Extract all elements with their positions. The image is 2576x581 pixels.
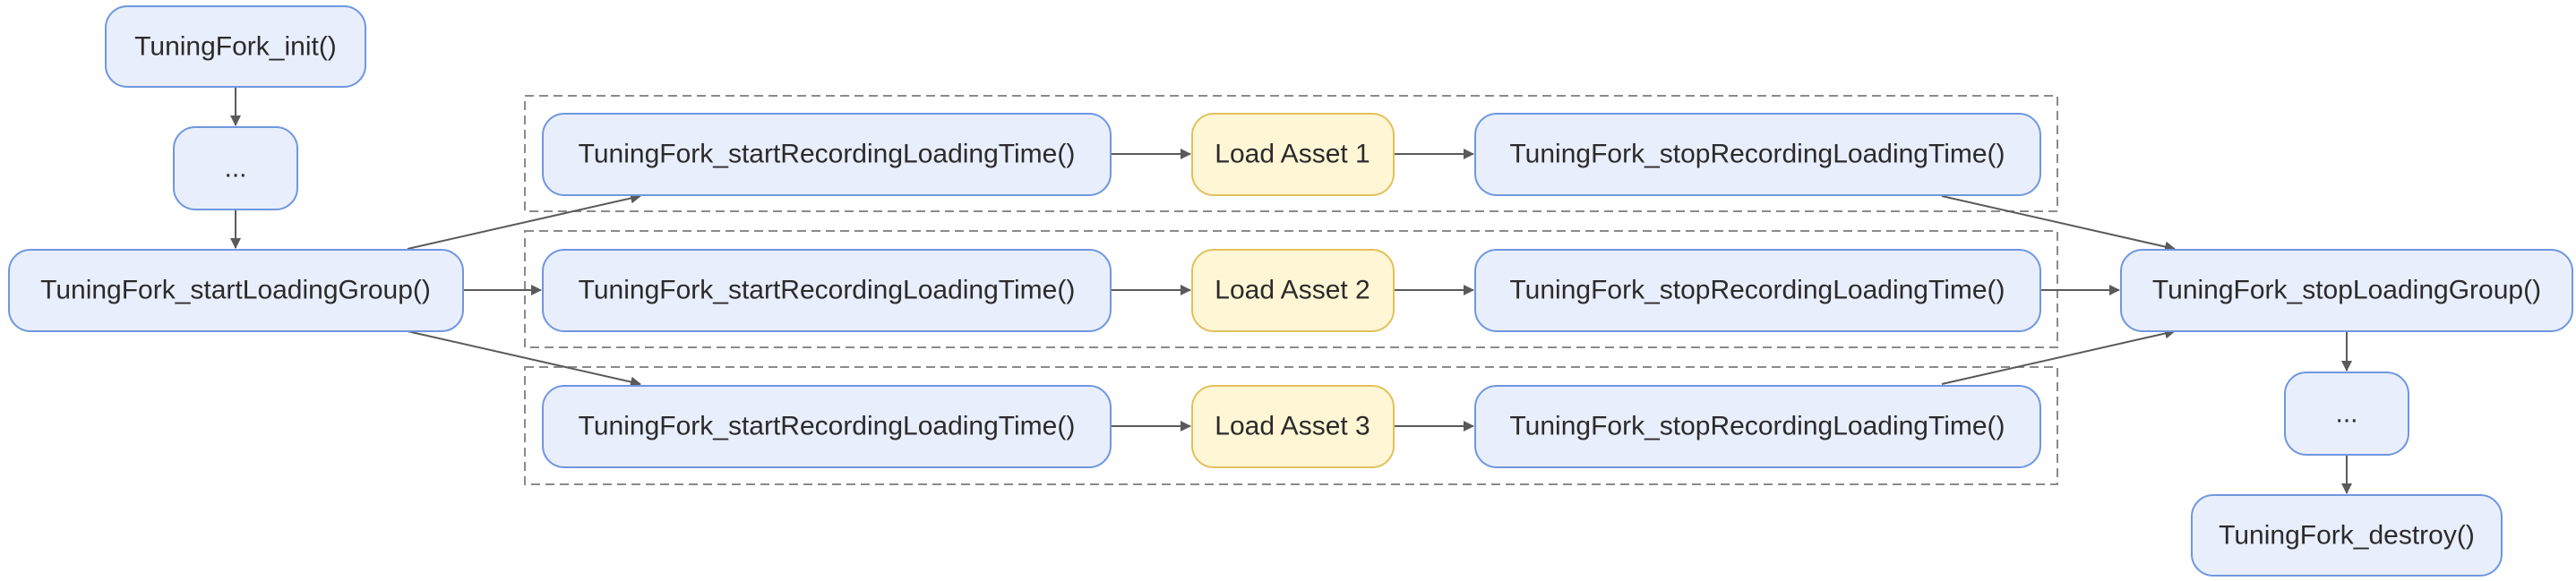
edge-stop-rec-3-to-stop-group [1941,328,2176,385]
node-stop-recording-3-label: TuningFork_stopRecordingLoadingTime() [1509,412,2005,441]
node-stop-loading-group-label: TuningFork_stopLoadingGroup() [2152,276,2541,305]
node-ellipsis-bottom-label: ... [2335,399,2357,429]
node-stop-recording-1-label: TuningFork_stopRecordingLoadingTime() [1509,140,2005,169]
node-stop-recording-2: TuningFork_stopRecordingLoadingTime() [1474,249,2041,332]
node-start-recording-2-label: TuningFork_startRecordingLoadingTime() [579,276,1076,305]
node-start-recording-3: TuningFork_startRecordingLoadingTime() [542,385,1112,468]
node-init: TuningFork_init() [105,5,366,88]
node-start-recording-3-label: TuningFork_startRecordingLoadingTime() [579,412,1076,441]
node-stop-loading-group: TuningFork_stopLoadingGroup() [2120,249,2573,332]
node-init-label: TuningFork_init() [134,32,337,62]
node-start-loading-group: TuningFork_startLoadingGroup() [8,249,464,332]
node-load-asset-3: Load Asset 3 [1191,385,1395,468]
node-ellipsis-top-label: ... [224,154,246,184]
node-start-recording-1: TuningFork_startRecordingLoadingTime() [542,113,1112,196]
node-load-asset-2: Load Asset 2 [1191,249,1395,332]
node-load-asset-1-label: Load Asset 1 [1215,140,1370,169]
node-destroy: TuningFork_destroy() [2191,494,2503,577]
node-start-recording-2: TuningFork_startRecordingLoadingTime() [542,249,1112,332]
node-stop-recording-1: TuningFork_stopRecordingLoadingTime() [1474,113,2041,196]
node-load-asset-2-label: Load Asset 2 [1215,276,1370,305]
node-ellipsis-bottom: ... [2284,372,2409,456]
edge-stop-rec-1-to-stop-group [1941,195,2176,252]
edge-start-group-to-start-rec-1 [407,192,641,250]
node-start-loading-group-label: TuningFork_startLoadingGroup() [40,276,431,305]
recording-group-1 [524,95,2058,212]
edge-start-group-to-start-rec-3 [407,330,641,388]
recording-group-3 [524,366,2058,485]
node-load-asset-1: Load Asset 1 [1191,113,1395,196]
node-start-recording-1-label: TuningFork_startRecordingLoadingTime() [579,140,1076,169]
node-destroy-label: TuningFork_destroy() [2219,521,2475,551]
node-ellipsis-top: ... [173,126,298,210]
node-stop-recording-3: TuningFork_stopRecordingLoadingTime() [1474,385,2041,468]
node-stop-recording-2-label: TuningFork_stopRecordingLoadingTime() [1509,276,2005,305]
node-load-asset-3-label: Load Asset 3 [1215,412,1370,441]
